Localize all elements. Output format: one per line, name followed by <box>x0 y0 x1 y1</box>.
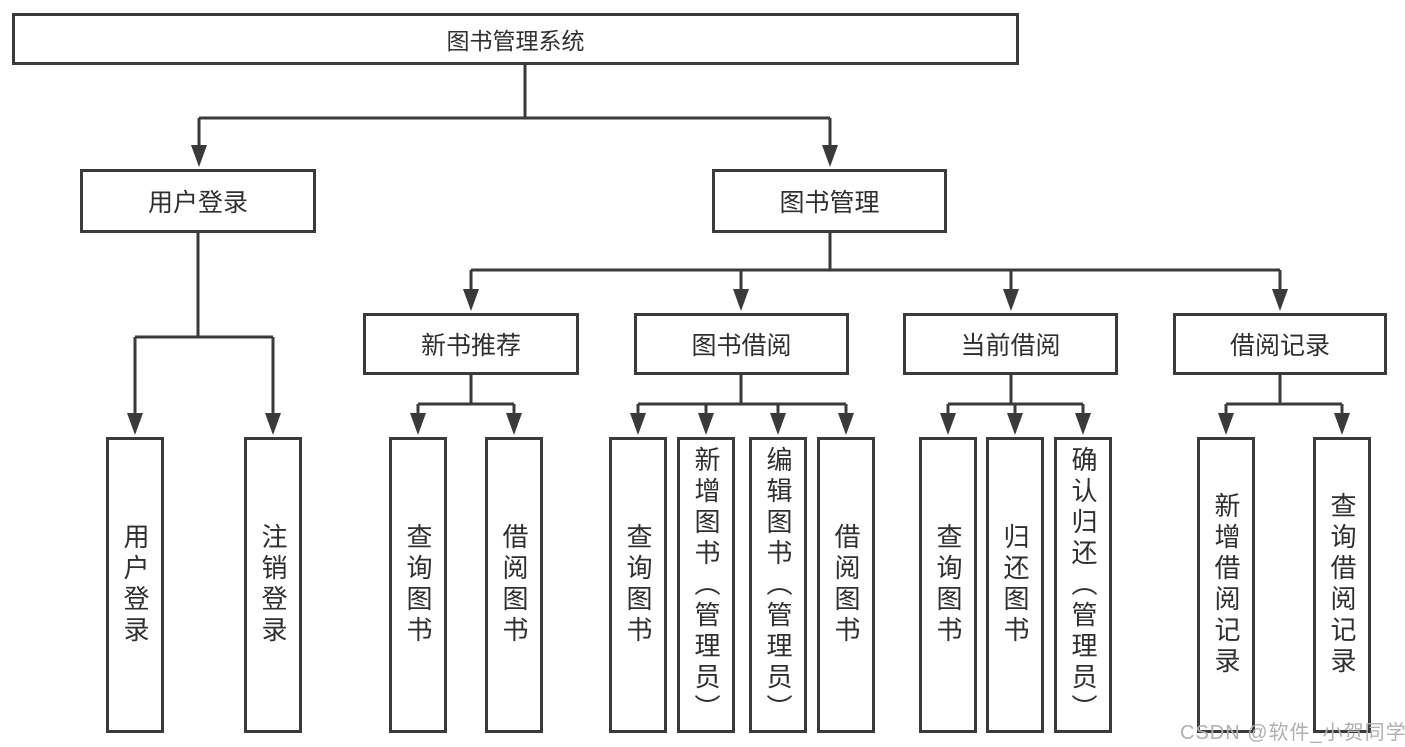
leaf-label: 注销登录 <box>258 523 288 647</box>
leaf-label: 新增借阅记录 <box>1211 492 1241 678</box>
leaf-label: 借阅图书 <box>831 523 861 647</box>
leaf-label: 确认归还（管理员） <box>1068 445 1098 725</box>
leaf-label: 借阅图书 <box>499 523 529 647</box>
leaf-query-borrow-record: 查询借阅记录 <box>1313 437 1371 733</box>
leaf-label: 归还图书 <box>1000 523 1030 647</box>
leaf-edit-books-admin: 编辑图书（管理员） <box>749 437 807 733</box>
leaf-label: 用户登录 <box>120 523 150 647</box>
leaf-label: 查询图书 <box>623 523 653 647</box>
node-label: 新书推荐 <box>420 332 521 360</box>
arrowhead-down-icon <box>1003 289 1019 311</box>
arrowhead-down-icon <box>770 413 786 435</box>
arrowhead-down-icon <box>838 413 854 435</box>
arrowhead-down-icon <box>1007 413 1023 435</box>
connector-recommend-to-leaves <box>416 375 516 416</box>
leaf-add-borrow-record: 新增借阅记录 <box>1197 437 1255 733</box>
arrowhead-down-icon <box>410 413 426 435</box>
leaf-return-books: 归还图书 <box>986 437 1044 733</box>
node-book-management: 图书管理 <box>712 169 947 233</box>
leaf-label: 编辑图书（管理员） <box>763 445 793 725</box>
node-borrow-records: 借阅记录 <box>1173 313 1387 375</box>
arrowhead-down-icon <box>191 145 207 167</box>
leaf-query-books-borrow: 查询图书 <box>609 437 667 733</box>
connector-borrow-to-leaves <box>636 375 848 416</box>
arrowhead-down-icon <box>733 289 749 311</box>
leaf-label: 查询借阅记录 <box>1327 492 1357 678</box>
arrowhead-down-icon <box>463 289 479 311</box>
arrowhead-down-icon <box>1272 289 1288 311</box>
leaf-add-books-admin: 新增图书（管理员） <box>677 437 735 733</box>
arrowhead-down-icon <box>1334 413 1350 435</box>
arrowhead-down-icon <box>265 413 281 435</box>
node-label: 当前借阅 <box>960 332 1061 360</box>
node-book-borrow: 图书借阅 <box>634 313 849 375</box>
node-current-borrow: 当前借阅 <box>903 313 1118 375</box>
arrowhead-down-icon <box>1075 413 1091 435</box>
arrowhead-down-icon <box>940 413 956 435</box>
node-library-management-system: 图书管理系统 <box>12 13 1019 65</box>
leaf-query-books-current: 查询图书 <box>919 437 977 733</box>
leaf-user-login: 用户登录 <box>106 437 164 733</box>
node-label: 借阅记录 <box>1229 332 1330 360</box>
leaf-label: 查询图书 <box>403 523 433 647</box>
arrowhead-down-icon <box>630 413 646 435</box>
leaf-label: 新增图书（管理员） <box>691 445 721 725</box>
arrowhead-down-icon <box>506 413 522 435</box>
node-label: 图书管理 <box>779 189 880 217</box>
arrowhead-down-icon <box>127 413 143 435</box>
node-label: 用户登录 <box>147 189 248 217</box>
arrowhead-down-icon <box>698 413 714 435</box>
csdn-watermark: CSDN @软件_小贺同学 <box>1180 722 1405 744</box>
node-label: 图书借阅 <box>691 332 792 360</box>
connector-bookmgmt-to-sections <box>469 233 1282 292</box>
arrowhead-down-icon <box>822 145 838 167</box>
node-user-login: 用户登录 <box>80 169 316 233</box>
connector-current-to-leaves <box>946 375 1085 416</box>
node-label: 图书管理系统 <box>446 28 585 54</box>
leaf-borrow-books-recommend: 借阅图书 <box>485 437 543 733</box>
leaf-query-books-recommend: 查询图书 <box>389 437 447 733</box>
leaf-label: 查询图书 <box>933 523 963 647</box>
connector-userlogin-to-leaves <box>133 233 275 416</box>
leaf-borrow-books: 借阅图书 <box>817 437 875 733</box>
node-new-book-recommend: 新书推荐 <box>363 313 579 375</box>
connector-root-to-branches <box>197 65 832 149</box>
arrowhead-down-icon <box>1218 413 1234 435</box>
leaf-confirm-return-admin: 确认归还（管理员） <box>1054 437 1112 733</box>
leaf-logout: 注销登录 <box>244 437 302 733</box>
connector-records-to-leaves <box>1224 375 1344 416</box>
